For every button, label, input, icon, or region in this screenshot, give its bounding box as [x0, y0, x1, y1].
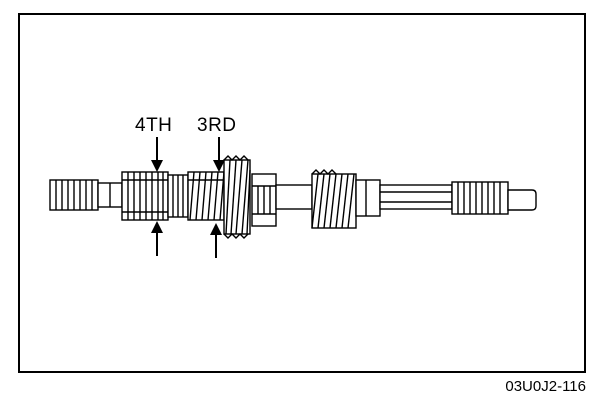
shaft-journal-left: [97, 182, 123, 208]
arrow-icon: [151, 221, 163, 256]
fourth-gear: [121, 171, 169, 221]
third-gear: [187, 171, 225, 221]
figure-code: 03U0J2-116: [505, 378, 586, 395]
arrow-icon: [213, 137, 225, 172]
fourth-gear-label: 4TH: [135, 115, 173, 136]
right-end-journal: [507, 189, 537, 211]
synchronizer-hub: [167, 174, 189, 218]
reverse-helical-gear: [311, 169, 357, 229]
right-spline: [451, 181, 509, 215]
shaft-middle: [275, 184, 313, 210]
third-gear-label: 3RD: [197, 115, 237, 136]
collar: [251, 173, 277, 227]
shaft-shoulder: [355, 179, 381, 217]
large-helical-gear: [223, 155, 251, 239]
shaft-long-section: [379, 184, 453, 210]
arrow-icon: [151, 137, 163, 172]
left-spline-end: [49, 179, 99, 211]
arrow-icon: [210, 223, 222, 258]
